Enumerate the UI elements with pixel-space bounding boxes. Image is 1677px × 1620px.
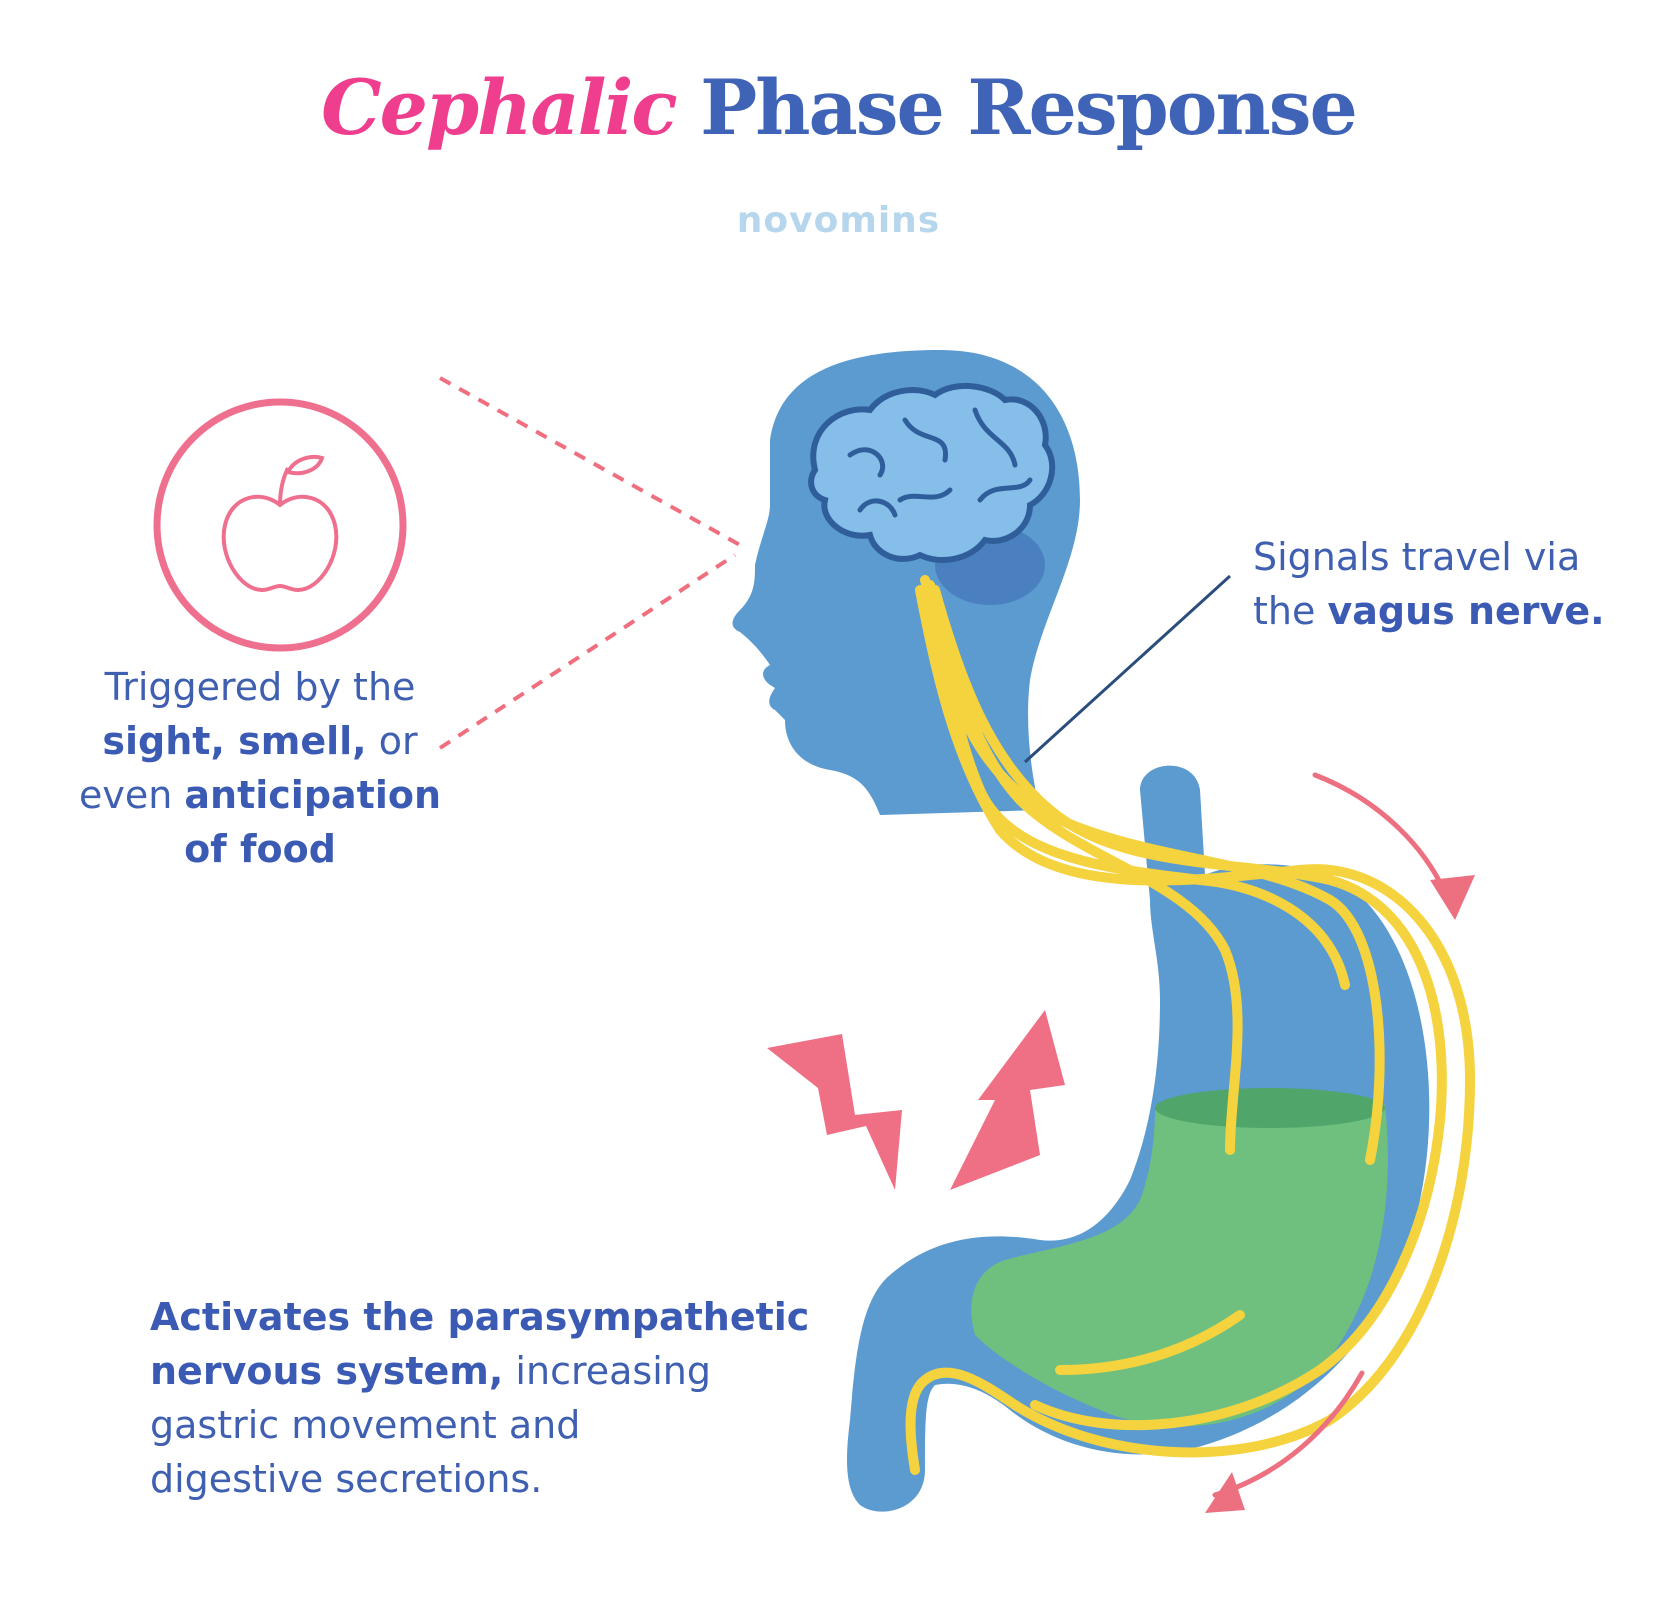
title-cephalic: Cephalic: [321, 63, 677, 152]
sight-lines: [438, 376, 741, 750]
vagus-pointer-line: [1023, 574, 1232, 764]
apple-icon: [153, 398, 407, 652]
activate-caption: Activates the parasympathetic nervous sy…: [150, 1295, 810, 1501]
motion-arrowheads: [1205, 875, 1475, 1513]
vagus-nerve: [905, 575, 1476, 1475]
brain-icon: [808, 382, 1056, 605]
title-phase-response: Phase Response: [700, 63, 1358, 152]
page-title: Cephalic Phase Response: [0, 70, 1677, 146]
lightning-icons: [767, 1010, 1065, 1190]
trigger-caption: Triggered by the sight, smell, or even a…: [78, 665, 442, 871]
gastric-fluid-surface: [1155, 1088, 1385, 1128]
gastric-fluid: [971, 1090, 1388, 1427]
signal-caption: Signals travel via the vagus nerve.: [1253, 535, 1605, 633]
brand-logo: novomins: [736, 200, 941, 241]
